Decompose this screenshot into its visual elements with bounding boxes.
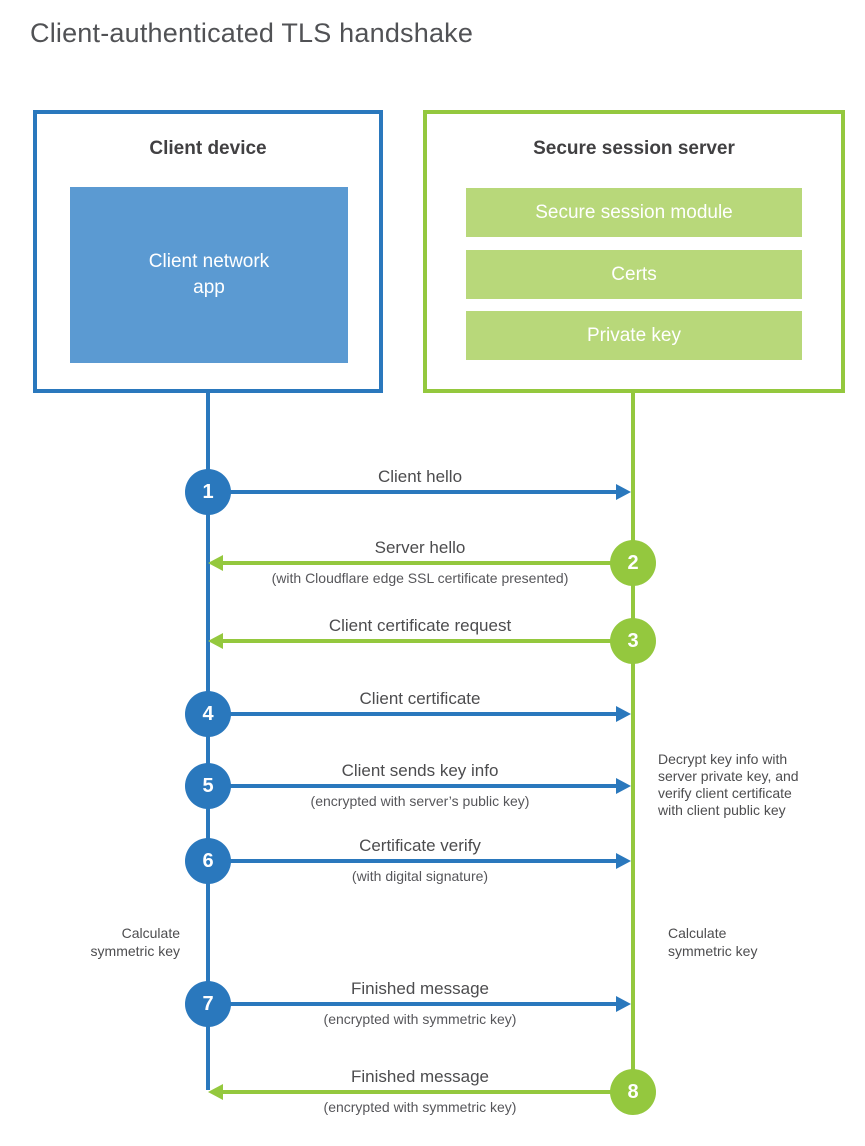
client-network-app-box: Client network app (70, 187, 348, 363)
message-label: Server hello (374, 538, 466, 557)
arrow-client-hello (210, 484, 631, 500)
arrow-finished-message-client (210, 996, 631, 1012)
arrow-finished-message-server (208, 1084, 631, 1100)
message-label: Client certificate (359, 689, 481, 708)
step-number: 6 (202, 849, 214, 872)
secure-session-server-title: Secure session server (533, 138, 735, 159)
message-label: Certificate verify (359, 836, 481, 855)
arrowhead-right-icon (616, 778, 631, 794)
arrowhead-right-icon (616, 853, 631, 869)
arrowhead-left-icon (208, 555, 223, 571)
page-title: Client-authenticated TLS handshake (30, 18, 474, 48)
arrowhead-left-icon (208, 633, 223, 649)
step-number: 3 (627, 629, 639, 652)
note-calculate-symmetric-key-server: Calculate symmetric key (668, 925, 758, 959)
arrowhead-right-icon (616, 484, 631, 500)
server-module-secure-session: Secure session module (466, 188, 802, 237)
message-label: Client sends key info (341, 761, 499, 780)
step-circle-7: 7 (185, 981, 231, 1027)
arrowhead-right-icon (616, 706, 631, 722)
arrow-client-certificate (210, 706, 631, 722)
step-number: 4 (202, 702, 214, 725)
step-circle-2: 2 (610, 540, 656, 586)
message-label: Client hello (377, 467, 463, 486)
note-decrypt-key-info: Decrypt key info with server private key… (658, 751, 799, 818)
message-sublabel: (with digital signature) (351, 868, 489, 884)
client-network-app-label: Client network app (148, 251, 270, 298)
step-number: 5 (202, 774, 214, 797)
message-sublabel: (encrypted with symmetric key) (323, 1099, 517, 1115)
arrowhead-left-icon (208, 1084, 223, 1100)
server-module-private-key: Private key (466, 311, 802, 360)
client-lifeline (206, 391, 210, 1090)
step-number: 2 (627, 551, 639, 574)
step-circle-4: 4 (185, 691, 231, 737)
message-label: Client certificate request (328, 616, 512, 635)
server-module-certs: Certs (466, 250, 802, 299)
step-number: 1 (202, 480, 214, 503)
arrow-server-hello (208, 555, 631, 571)
step-circle-8: 8 (610, 1069, 656, 1115)
server-lifeline (631, 391, 635, 1092)
message-sublabel: (with Cloudflare edge SSL certificate pr… (271, 570, 569, 586)
step-circle-3: 3 (610, 618, 656, 664)
note-calculate-symmetric-key-client: Calculate symmetric key (90, 925, 180, 959)
message-sublabel: (encrypted with symmetric key) (323, 1011, 517, 1027)
step-circle-6: 6 (185, 838, 231, 884)
step-number: 7 (202, 992, 214, 1015)
message-sublabel: (encrypted with server’s public key) (310, 793, 530, 809)
step-circle-1: 1 (185, 469, 231, 515)
message-label: Finished message (351, 979, 489, 998)
message-label: Finished message (351, 1067, 489, 1086)
arrow-certificate-verify (210, 853, 631, 869)
step-number: 8 (627, 1080, 639, 1103)
arrowhead-right-icon (616, 996, 631, 1012)
client-device-title: Client device (149, 138, 267, 159)
arrow-client-sends-key-info (210, 778, 631, 794)
arrow-client-certificate-request (208, 633, 631, 649)
step-circle-5: 5 (185, 763, 231, 809)
